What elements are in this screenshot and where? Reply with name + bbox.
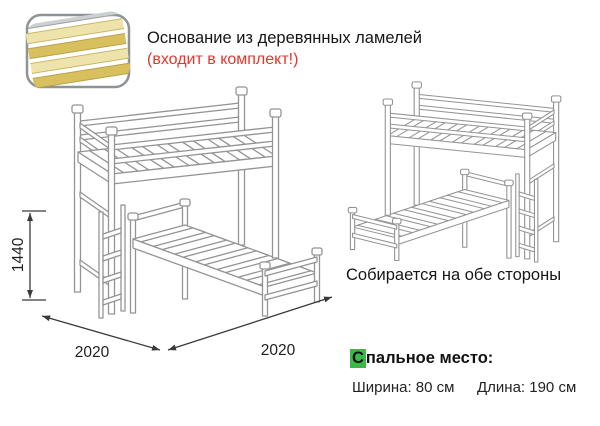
both-sides-caption: Собирается на обе стороны [346, 266, 562, 284]
base-title: Основание из деревянных ламелей [147, 29, 422, 47]
sleeping-length-value: Длина: 190 см [477, 379, 577, 396]
height-dimension-label: 1440 [10, 237, 28, 273]
green-highlight: С [350, 349, 366, 368]
slat-base-inset-illustration [24, 9, 132, 93]
length-dimension-label-left: 2020 [74, 344, 110, 361]
sleeping-place-title-rest: пальное место: [365, 349, 494, 367]
sleeping-width-value: Ширина: 80 см [352, 379, 455, 396]
included-note: (входит в комплект!) [147, 51, 299, 68]
bed-illustration-left [71, 86, 323, 319]
length-dimension-line-left [41, 315, 161, 351]
height-dimension-line [22, 210, 46, 301]
length-dimension-line-right [167, 296, 333, 351]
dimension-lines [22, 210, 333, 351]
bed-illustration-right [347, 81, 562, 263]
length-dimension-label-right: 2020 [260, 342, 296, 359]
